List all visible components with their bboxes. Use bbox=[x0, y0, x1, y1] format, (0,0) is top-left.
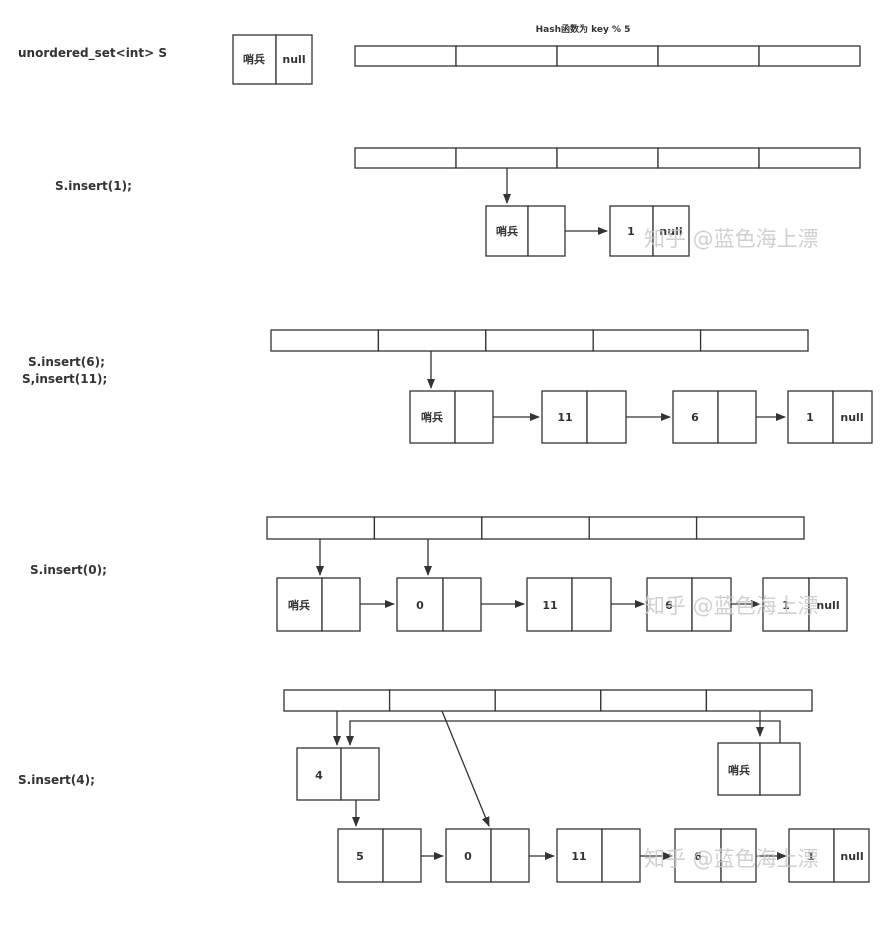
bucket-cell-1 bbox=[455, 147, 558, 169]
node-value: 0 bbox=[464, 850, 472, 863]
step-label-insert-0: S.insert(0); bbox=[30, 563, 107, 577]
bucket-cell-3 bbox=[600, 689, 708, 712]
step4-node-5: 5 bbox=[337, 828, 422, 883]
node-next: null bbox=[816, 599, 839, 612]
step2-node-6: 6 bbox=[672, 390, 757, 444]
bucket-cell-4 bbox=[695, 516, 805, 540]
node-value: 1 bbox=[782, 599, 790, 612]
step3-bucket-array bbox=[266, 516, 805, 540]
node-value: 11 bbox=[571, 850, 586, 863]
bucket-cell-3 bbox=[592, 329, 702, 352]
bucket-cell-0 bbox=[354, 45, 457, 67]
bucket-cell-3 bbox=[657, 45, 760, 67]
node-value: 5 bbox=[356, 850, 364, 863]
bucket-cell-2 bbox=[494, 689, 602, 712]
node-value: 11 bbox=[557, 411, 572, 424]
step4-node-sentinel: 哨兵 bbox=[717, 742, 801, 796]
step2-node-11: 11 bbox=[541, 390, 627, 444]
node-value: 11 bbox=[542, 599, 557, 612]
step3-node-sentinel: 哨兵 bbox=[276, 577, 361, 632]
bucket-cell-1 bbox=[377, 329, 487, 352]
node-next: null bbox=[840, 850, 863, 863]
sentinel-to-4-arrow bbox=[346, 720, 781, 746]
watermark: 知乎 @蓝色海上漂 bbox=[644, 594, 819, 618]
node-next: null bbox=[659, 225, 682, 238]
step-label-insert-4: S.insert(4); bbox=[18, 773, 95, 787]
node-value: 1 bbox=[807, 850, 815, 863]
bucket-cell-4 bbox=[758, 45, 861, 67]
node-value: 6 bbox=[694, 850, 702, 863]
step0-bucket-array bbox=[354, 45, 861, 67]
node-value: 6 bbox=[665, 599, 673, 612]
node-value: 4 bbox=[315, 769, 323, 782]
step3-node-6: 6 bbox=[646, 577, 732, 632]
node-value: 哨兵 bbox=[243, 52, 265, 66]
step1-node-1: 1 null bbox=[609, 205, 690, 257]
step2-bucket-array bbox=[270, 329, 809, 352]
bucket-cell-2 bbox=[556, 147, 659, 169]
step1-node-sentinel: 哨兵 bbox=[485, 205, 566, 257]
step2-node-1: 1 null bbox=[787, 390, 873, 444]
bucket-cell-4 bbox=[699, 329, 809, 352]
bucket-cell-1 bbox=[388, 689, 496, 712]
bucket-cell-4 bbox=[758, 147, 861, 169]
bucket-cell-3 bbox=[588, 516, 698, 540]
bucket-cell-2 bbox=[485, 329, 594, 352]
node-value: 1 bbox=[627, 225, 635, 238]
node-value: 0 bbox=[416, 599, 424, 612]
bucket-pointer-arrow bbox=[441, 710, 490, 827]
node-value: 哨兵 bbox=[728, 763, 750, 777]
bucket-cell-0 bbox=[270, 329, 380, 352]
node-value: 6 bbox=[691, 411, 699, 424]
step4-node-6: 6 bbox=[674, 828, 757, 883]
bucket-cell-1 bbox=[455, 45, 558, 67]
step4-node-1: 1 null bbox=[788, 828, 870, 883]
watermark: 知乎 @蓝色海上漂 bbox=[644, 847, 819, 871]
bucket-cell-3 bbox=[657, 147, 760, 169]
bucket-cell-2 bbox=[556, 45, 659, 67]
bucket-cell-1 bbox=[373, 516, 483, 540]
step4-node-4: 4 bbox=[296, 747, 380, 801]
step3-node-1: 1 null bbox=[762, 577, 848, 632]
node-value: 1 bbox=[806, 411, 814, 424]
bucket-cell-0 bbox=[354, 147, 457, 169]
step2-node-sentinel: 哨兵 bbox=[409, 390, 494, 444]
step-label-insert-1: S.insert(1); bbox=[55, 179, 132, 193]
node-next: null bbox=[282, 53, 305, 66]
node-value: 哨兵 bbox=[421, 410, 443, 424]
bucket-cell-0 bbox=[283, 689, 391, 712]
step4-node-11: 11 bbox=[556, 828, 641, 883]
node-next: null bbox=[840, 411, 863, 424]
step-label-declare: unordered_set<int> S bbox=[18, 46, 167, 61]
step-label-insert-6: S.insert(6); bbox=[28, 355, 105, 369]
step4-node-0: 0 bbox=[445, 828, 530, 883]
step1-bucket-array bbox=[354, 147, 861, 169]
step0-sentinel-node: 哨兵 null bbox=[232, 34, 313, 85]
bucket-cell-4 bbox=[705, 689, 813, 712]
step4-bucket-array bbox=[283, 689, 813, 712]
node-value: 哨兵 bbox=[288, 598, 310, 612]
step3-node-0: 0 bbox=[396, 577, 482, 632]
watermark: 知乎 @蓝色海上漂 bbox=[644, 227, 819, 251]
hash-function-title: Hash函数为 key % 5 bbox=[536, 23, 631, 35]
step3-node-11: 11 bbox=[526, 577, 612, 632]
node-value: 哨兵 bbox=[496, 224, 518, 238]
bucket-cell-2 bbox=[481, 516, 590, 540]
bucket-cell-0 bbox=[266, 516, 376, 540]
step-label-insert-11: S,insert(11); bbox=[22, 372, 107, 386]
